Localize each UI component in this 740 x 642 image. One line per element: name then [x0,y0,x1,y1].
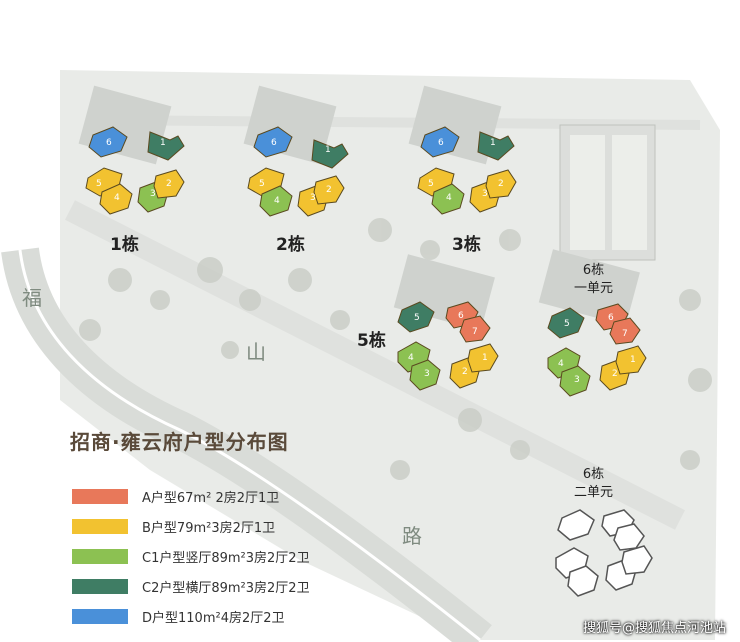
legend-swatch-d [72,608,128,624]
legend-label-c1: C1户型竖厅89m²3房2厅2卫 [142,550,310,566]
building-1-units [85,126,185,215]
svg-text:1: 1 [630,355,636,365]
svg-text:6: 6 [271,138,277,148]
svg-text:2: 2 [462,367,468,377]
svg-text:4: 4 [408,353,414,363]
svg-text:5: 5 [428,179,434,189]
svg-text:6: 6 [438,138,444,148]
unit-6 [420,126,460,158]
legend-swatch-a [72,488,128,504]
legend-item-c2: C2户型横厅89m²3房2厅2卫 [72,577,310,596]
building-6b-units [555,509,653,597]
unit-7 [459,315,491,343]
watermark: 搜狐号@搜狐焦点河池站 [582,621,726,636]
building-6a-label-line2: 一单元 [574,281,614,296]
building-3-label: 3栋 [452,235,481,255]
svg-text:1: 1 [325,145,331,155]
svg-text:6: 6 [458,311,464,321]
building-6a-label-line1: 6栋 [582,263,605,278]
svg-text:1: 1 [160,138,166,148]
unit-5 [397,301,435,333]
building-6b-label-line1: 6栋 [582,467,605,482]
svg-text:3: 3 [574,375,580,385]
unit-4 [259,185,293,217]
road-label-char-3: 路 [402,524,422,548]
svg-text:5: 5 [259,179,265,189]
svg-text:3: 3 [310,193,316,203]
legend-item-d: D户型110m²4房2厅2卫 [72,607,285,626]
svg-text:4: 4 [274,196,280,206]
building-6b-label: 6栋 二单元 [574,466,613,502]
svg-text:2: 2 [498,179,504,189]
unit-2 [313,175,345,205]
svg-text:3: 3 [150,189,156,199]
legend-label-d: D户型110m²4房2厅2卫 [142,610,285,626]
unit-5 [547,307,585,339]
svg-text:7: 7 [472,327,478,337]
legend-label-c2: C2户型横厅89m²3房2厅2卫 [142,580,310,596]
svg-text:2: 2 [326,185,332,195]
unit-2 [153,169,185,199]
unit-3 [559,365,591,397]
svg-text:5: 5 [414,313,420,323]
svg-text:2: 2 [166,179,172,189]
unit-1 [311,139,349,169]
building-1-label: 1栋 [110,235,139,255]
building-5-units [397,301,499,391]
svg-text:4: 4 [114,193,120,203]
svg-text:6: 6 [106,138,112,148]
legend-label-b: B户型79m²3房2厅1卫 [142,520,276,536]
svg-text:1: 1 [490,138,496,148]
legend-swatch-b [72,518,128,534]
svg-text:5: 5 [564,319,570,329]
unit-1 [615,345,647,375]
building-6b-label-line2: 二单元 [574,485,614,500]
building-6a-label: 6栋 一单元 [574,262,613,298]
unit-2 [485,169,517,199]
svg-text:5: 5 [96,179,102,189]
svg-text:4: 4 [558,359,564,369]
unit-6 [253,126,293,158]
legend-item-a: A户型67m² 2房2厅1卫 [72,487,280,506]
building-6a-units [547,303,647,397]
legend-item-c1: C1户型竖厅89m²3房2厅2卫 [72,547,310,566]
unit-1 [147,131,185,161]
svg-text:2: 2 [612,369,618,379]
unit-4 [99,183,133,215]
building-2-units [247,126,349,217]
svg-text:1: 1 [482,353,488,363]
svg-text:6: 6 [608,313,614,323]
legend-label-a: A户型67m² 2房2厅1卫 [142,490,280,506]
svg-text:4: 4 [446,193,452,203]
road-label-char-2: 山 [246,340,266,364]
road-label-char-1: 福 [22,286,42,310]
legend-item-b: B户型79m²3房2厅1卫 [72,517,276,536]
unit-4 [431,183,465,215]
unit-6 [88,126,128,158]
building-2-label: 2栋 [276,235,305,255]
svg-text:7: 7 [622,329,628,339]
unit-7 [609,317,641,345]
svg-text:3: 3 [482,189,488,199]
building-3-units [417,126,517,215]
legend-swatch-c2 [72,578,128,594]
svg-text:3: 3 [424,369,430,379]
legend-title: 招商·雍云府户型分布图 [70,430,289,454]
legend-swatch-c1 [72,548,128,564]
unit-1 [467,343,499,373]
site-ground [60,70,720,640]
unit-1 [477,131,515,161]
building-5-label: 5栋 [357,331,386,351]
unit-3 [409,359,441,391]
